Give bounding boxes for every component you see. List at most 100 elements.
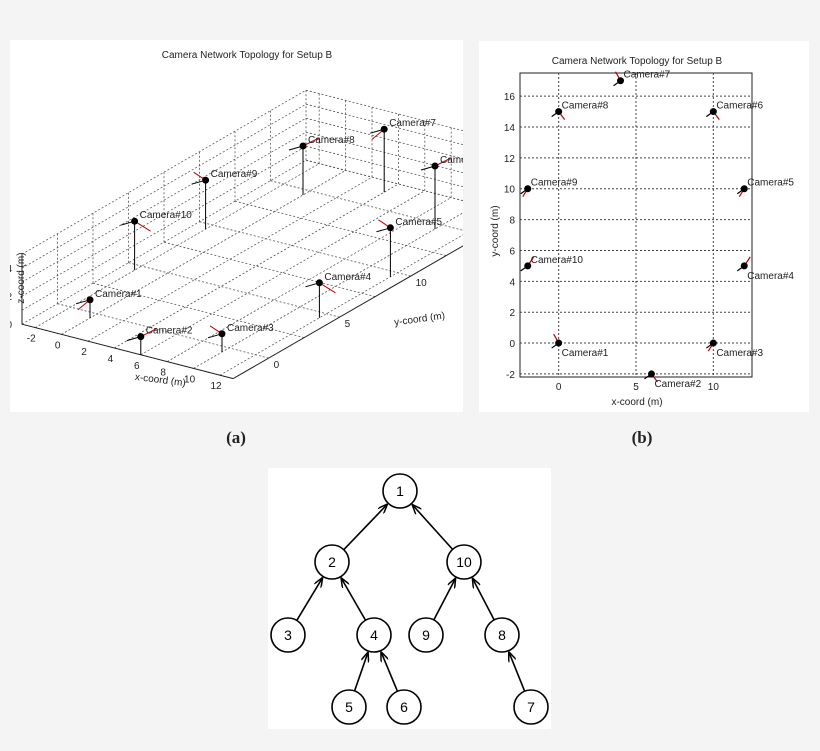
tree-node-circle [356,617,392,653]
floor-grid-line [234,200,447,256]
y-tick-label: 16 [504,92,516,103]
camera-point [386,224,394,232]
tree-edge-arrow [412,504,454,550]
y-tick-label: 8 [509,216,515,227]
camera-point [709,108,717,116]
x-tick-label: 8 [160,368,166,379]
x-tick-label: 0 [55,340,61,351]
tree-edge-arrow [341,578,367,621]
tree-node-circle [513,689,549,725]
floor-grid-line [61,170,346,335]
chart-a-xlabel: x-coord (m) [134,372,186,389]
y-tick-label: 0 [274,360,280,371]
figure-panel-a: -2024681012051015024 Camera#1Camera#2Cam… [6,40,518,412]
camera-point [131,217,139,225]
axis-line [232,214,518,380]
camera-label: Camera#4 [324,272,371,283]
x-tick-label: 4 [108,354,114,365]
camera-topology-3d-chart: -2024681012051015024 Camera#1Camera#2Cam… [6,50,518,392]
camera-label: Camera#6 [440,155,463,166]
camera-point [431,162,439,170]
y-tick-label: 10 [504,185,516,196]
tree-node-label: 10 [456,554,472,570]
y-tick-label: 14 [504,123,516,134]
chart-b-ylabel: y-coord (m) [490,205,501,256]
chart-a-title: Camera Network Topology for Setup B [162,50,333,61]
wall-grid-line [21,103,307,269]
floor-grid-line [140,190,426,356]
x-tick-label: 10 [184,374,196,385]
floor-grid-line [163,241,376,297]
camera-label: Camera#3 [227,323,274,334]
x-tick-label: 0 [556,382,562,393]
camera-label: Camera#5 [747,178,794,189]
camera-label: Camera#8 [308,135,355,146]
y-tick-label: 4 [509,277,515,288]
wall-grid-line [21,131,307,297]
tree-node-circle [408,617,444,653]
y-tick-label: 2 [509,308,515,319]
tree-node-label: 6 [400,699,408,715]
floor-grid-line [92,282,305,338]
tree-node-circle [446,544,482,580]
floor-grid-line [199,221,411,277]
chart-b-xlabel: x-coord (m) [611,397,662,408]
floor-grid-line [87,176,373,342]
y-tick-label: 6 [509,246,515,257]
y-tick-label: 12 [504,154,516,165]
tree-node-circle [331,689,367,725]
floor-grid-line [128,262,340,318]
tree-node-circle [314,544,350,580]
x-tick-label: 2 [81,347,87,358]
camera-label: Camera#6 [716,101,763,112]
y-tick-label: -2 [506,370,515,381]
tree-node-label: 8 [498,627,506,643]
wall-grid-line [21,159,307,325]
camera-point [86,296,94,304]
caption-a: (a) [226,428,246,447]
floor-grid-line [219,210,505,376]
tree-edge-arrow [353,652,369,692]
y-tick-label: 10 [416,278,428,289]
z-tick-label: 2 [10,292,12,303]
camera-point [709,339,717,347]
tree-node-circle [386,689,422,725]
camera-point [202,176,210,184]
tree-node-label: 1 [396,483,404,499]
camera-label: Camera#1 [95,289,142,300]
floor-grid-line [34,163,320,328]
y-tick-label: 0 [509,339,515,350]
chart-a-zlabel: z-coord (m) [16,252,27,303]
camera-label: Camera#7 [389,118,436,129]
y-tick-label: 5 [345,319,351,330]
wall-grid-line [21,89,307,255]
caption-b: (b) [631,428,653,447]
z-tick-label: 0 [10,320,12,331]
camera-label: Camera#3 [716,348,763,359]
x-tick-label: -2 [27,334,36,345]
camera-point [740,185,748,193]
camera-label: Camera#10 [140,210,193,221]
camera-point [218,330,226,338]
wall-grid-line [21,117,307,283]
camera-point [524,262,532,270]
camera-label: Camera#4 [747,271,794,282]
tree-edge-arrow [343,504,388,551]
camera-label: Camera#7 [624,70,671,81]
floor-grid-line [270,180,482,236]
x-tick-label: 5 [633,382,639,393]
tree-edge-arrow [433,578,456,621]
camera-point [555,339,563,347]
camera-label: Camera#5 [395,217,442,228]
tree-node-label: 7 [527,699,535,715]
camera-label: Camera#2 [654,379,701,390]
camera-label: Camera#9 [211,169,258,180]
tree-edge-arrow [381,652,399,692]
floor-grid-line [193,204,478,369]
camera-point [315,279,323,287]
tree-edge-arrow [509,652,526,692]
